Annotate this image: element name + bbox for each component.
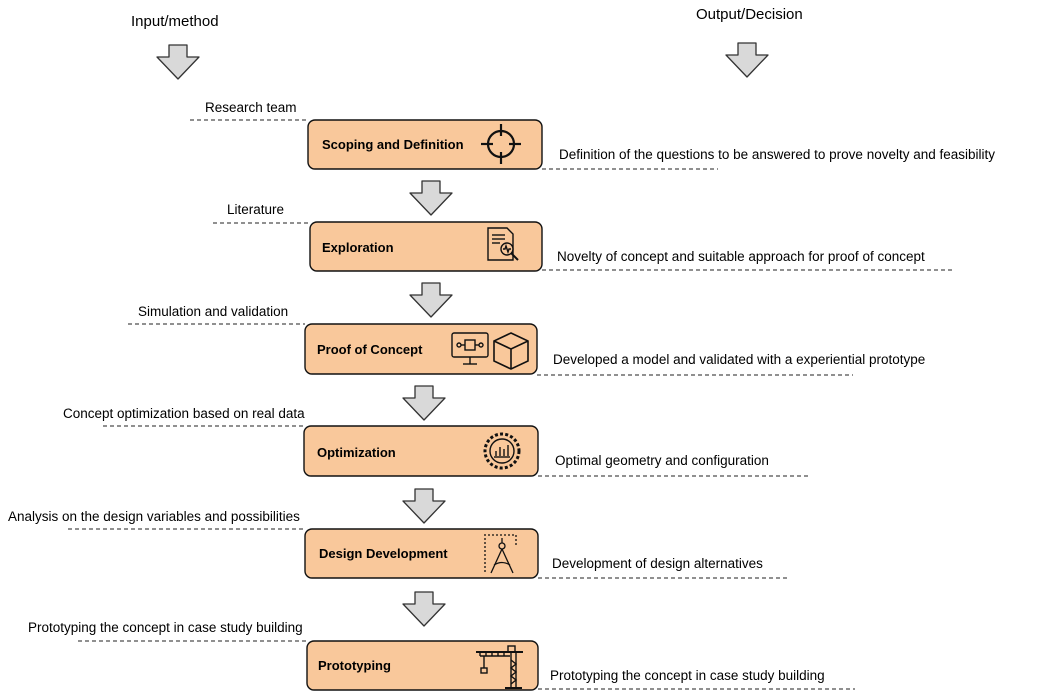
output-decision-header: Output/Decision [696, 6, 803, 23]
document-search-icon [487, 227, 519, 261]
stage-input-label: Literature [227, 202, 284, 217]
flow-arrow-icon [402, 385, 446, 421]
monitor-cube-icon [451, 332, 529, 370]
drafting-compass-icon [484, 534, 517, 574]
flow-arrow-icon [402, 591, 446, 627]
output-header-arrow-icon [725, 42, 769, 78]
gear-chart-icon [483, 432, 521, 470]
construction-crane-icon [476, 645, 523, 689]
stage-input-label: Prototyping the concept in case study bu… [28, 620, 303, 635]
stage-title: Prototyping [318, 658, 391, 673]
stage-scoping: Research team Scoping and Definition Def… [190, 100, 995, 170]
crosshair-target-icon [481, 124, 521, 164]
stage-output-label: Prototyping the concept in case study bu… [550, 668, 825, 683]
stage-exploration: Literature Exploration Novelty of concep… [213, 202, 955, 272]
stage-title: Design Development [319, 546, 448, 561]
stage-input-label: Analysis on the design variables and pos… [8, 509, 300, 524]
stage-design-development: Analysis on the design variables and pos… [8, 509, 790, 579]
stage-prototyping: Prototyping the concept in case study bu… [28, 620, 855, 691]
stage-output-label: Optimal geometry and configuration [555, 453, 769, 468]
stage-title: Proof of Concept [317, 342, 423, 357]
stage-title: Exploration [322, 240, 394, 255]
flow-arrow-icon [409, 282, 453, 318]
stage-output-label: Development of design alternatives [552, 556, 763, 571]
stage-title: Scoping and Definition [322, 137, 464, 152]
stage-input-label: Simulation and validation [138, 304, 288, 319]
flow-arrow-icon [402, 488, 446, 524]
stage-output-label: Definition of the questions to be answer… [559, 147, 995, 162]
input-method-header: Input/method [131, 13, 219, 30]
stage-output-label: Novelty of concept and suitable approach… [557, 249, 925, 264]
stage-input-label: Research team [205, 100, 297, 115]
stage-input-label: Concept optimization based on real data [63, 406, 305, 421]
input-header-arrow-icon [156, 44, 200, 80]
stage-title: Optimization [317, 445, 396, 460]
stage-output-label: Developed a model and validated with a e… [553, 352, 925, 367]
flow-arrow-icon [409, 180, 453, 216]
stage-optimization: Concept optimization based on real data … [63, 406, 808, 477]
stage-proof-of-concept: Simulation and validation Proof of Conce… [128, 304, 925, 376]
